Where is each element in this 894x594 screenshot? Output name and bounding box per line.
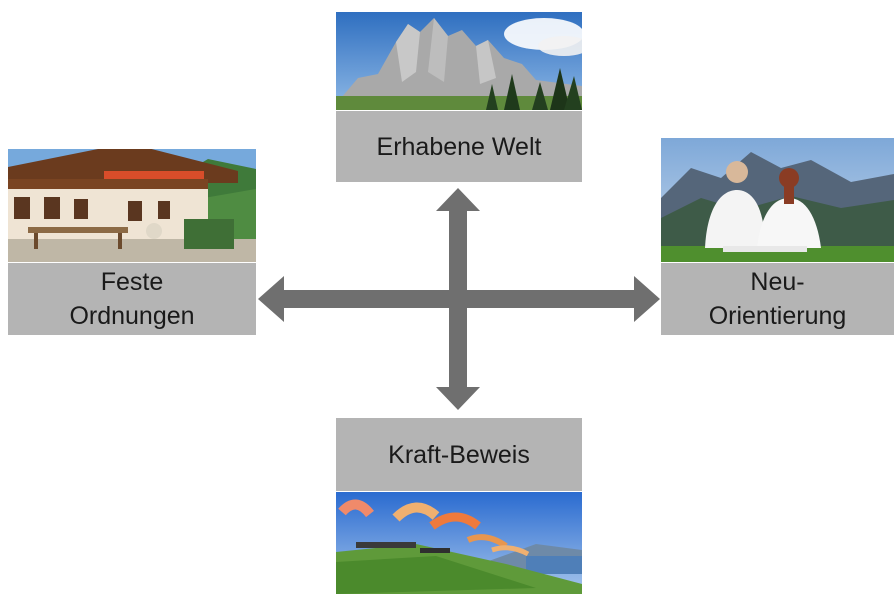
label-feste-ordnungen: Feste Ordnungen — [8, 263, 256, 335]
arrow-right — [467, 276, 660, 322]
label-kraft-beweis: Kraft-Beweis — [336, 418, 582, 491]
label-erhabene-welt: Erhabene Welt — [336, 111, 582, 182]
alpine-farmhouse-photo — [8, 149, 256, 262]
paragliders-photo — [336, 492, 582, 594]
mountain-peaks-photo — [336, 12, 582, 110]
arrow-left — [258, 276, 449, 322]
couple-in-bathrobes-photo — [661, 138, 894, 262]
arrow-down — [436, 306, 480, 410]
label-neu-orientierung: Neu- Orientierung — [661, 263, 894, 335]
arrow-up — [436, 188, 480, 292]
